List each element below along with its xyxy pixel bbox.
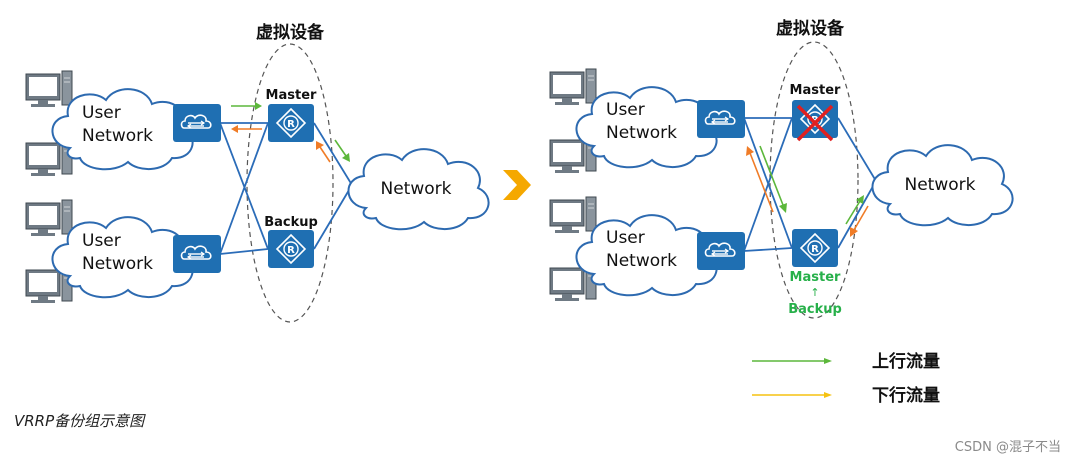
downstream-arrow (231, 125, 262, 133)
upstream-arrow (759, 145, 787, 213)
router-label-old-backup: Backup (788, 302, 842, 317)
legend-upstream-label: 上行流量 (872, 351, 940, 372)
legend-upstream: 上行流量 (752, 351, 940, 372)
downstream-arrow (316, 141, 331, 163)
transition-arrow-icon (503, 170, 531, 200)
legend-downstream: 下行流量 (752, 385, 940, 406)
group-title-right: 虚拟设备 (776, 18, 845, 39)
switch-icon (696, 99, 746, 139)
upstream-arrow (845, 195, 864, 225)
virtual-device-group-left (246, 43, 334, 323)
pc-icon (549, 196, 597, 234)
pc-icon (25, 199, 73, 237)
switch-icon (172, 234, 222, 274)
state-change-arrow: ↑ (810, 286, 819, 299)
legend: 上行流量 下行流量 (752, 351, 940, 406)
watermark: CSDN @混子不当 (954, 440, 1061, 455)
links-left (219, 122, 353, 255)
figure-caption: VRRP备份组示意图 (14, 412, 145, 430)
pc-icon (549, 68, 597, 106)
switch-icon (172, 103, 222, 143)
network-label-left: Network (381, 179, 452, 199)
legend-downstream-label: 下行流量 (872, 385, 940, 406)
links-right (743, 117, 877, 252)
upstream-arrow (231, 102, 262, 110)
router-icon (267, 103, 315, 143)
downstream-arrow (746, 146, 774, 213)
router-label-new-master: Master (790, 270, 841, 285)
virtual-device-group-right (769, 41, 859, 319)
router-label-master-left: Master (266, 88, 317, 103)
network-label-right: Network (905, 175, 976, 195)
downstream-arrow (850, 205, 869, 237)
router-icon (791, 228, 839, 268)
router-label-master-failed: Master (790, 83, 841, 98)
router-label-backup-left: Backup (264, 215, 318, 230)
failure-cross-icon (796, 104, 834, 142)
group-title-left: 虚拟设备 (256, 22, 325, 43)
pc-icon (25, 70, 73, 108)
switch-icon (696, 231, 746, 271)
upstream-arrow (334, 139, 350, 162)
router-icon (267, 229, 315, 269)
